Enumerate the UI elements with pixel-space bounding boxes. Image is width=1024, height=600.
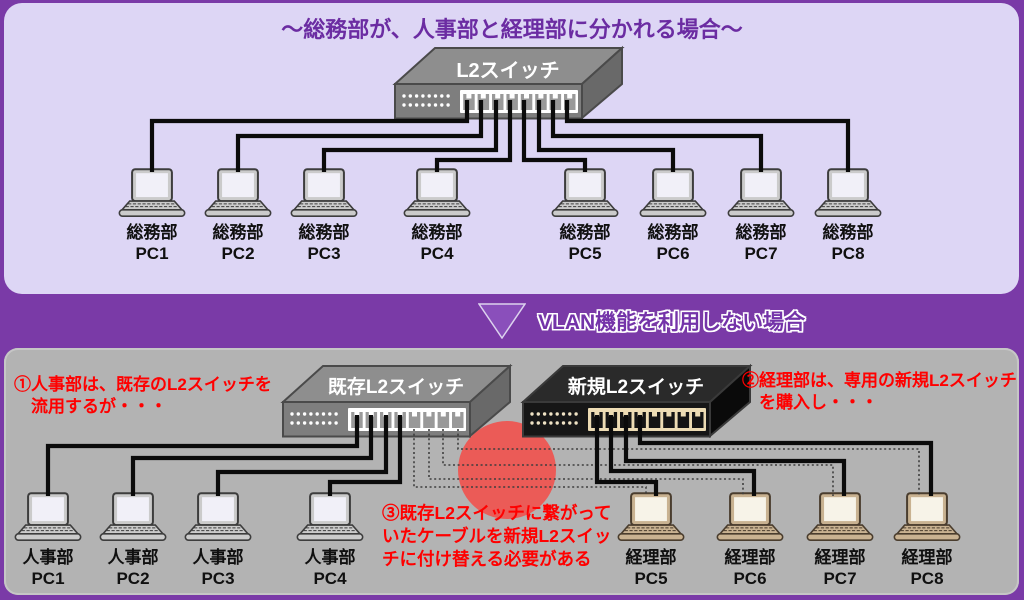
existing-l2-switch-label: 既存L2スイッチ: [327, 377, 465, 398]
divider-caption: VLAN機能を利用しない場合: [538, 311, 806, 334]
laptop-icon: [714, 492, 786, 543]
laptop-icon: [182, 492, 254, 543]
annotation-2: ②経理部は、専用の新規L2スイッチ を購入し・・・: [742, 371, 1017, 412]
laptop-icon: [637, 168, 709, 219]
laptop-icon: [549, 168, 621, 219]
pc-jinji-3: [182, 492, 254, 543]
pc-keiri-8: [891, 492, 963, 543]
laptop-icon: [12, 492, 84, 543]
pc-keiri-5: [615, 492, 687, 543]
pc-soumu-7: [725, 168, 797, 219]
annotation-1: ①人事部は、既存のL2スイッチを 流用するが・・・: [14, 375, 272, 416]
pc-jinji-4: [294, 492, 366, 543]
pc-soumu-4: [401, 168, 473, 219]
annotation-3: ③既存L2スイッチに繋がって いたケーブルを新規L2スイッ チに付け替える必要が…: [382, 503, 612, 569]
laptop-icon: [97, 492, 169, 543]
laptop-icon: [812, 168, 884, 219]
diagram-title: 〜総務部が、人事部と経理部に分かれる場合〜: [281, 17, 743, 42]
new-l2-switch-label: 新規L2スイッチ: [567, 377, 705, 398]
laptop-icon: [401, 168, 473, 219]
pc-soumu-2: [202, 168, 274, 219]
laptop-icon: [116, 168, 188, 219]
laptop-icon: [288, 168, 360, 219]
laptop-icon: [725, 168, 797, 219]
down-arrow-icon: [478, 303, 526, 339]
laptop-icon: [891, 492, 963, 543]
pc-keiri-7: [804, 492, 876, 543]
laptop-icon: [202, 168, 274, 219]
pc-soumu-5: [549, 168, 621, 219]
pc-soumu-1: [116, 168, 188, 219]
pc-jinji-1: [12, 492, 84, 543]
l2-switch-label: L2スイッチ: [456, 60, 560, 82]
pc-soumu-6: [637, 168, 709, 219]
laptop-icon: [294, 492, 366, 543]
pc-jinji-2: [97, 492, 169, 543]
pc-soumu-3: [288, 168, 360, 219]
pc-keiri-6: [714, 492, 786, 543]
laptop-icon: [615, 492, 687, 543]
pc-soumu-8: [812, 168, 884, 219]
laptop-icon: [804, 492, 876, 543]
